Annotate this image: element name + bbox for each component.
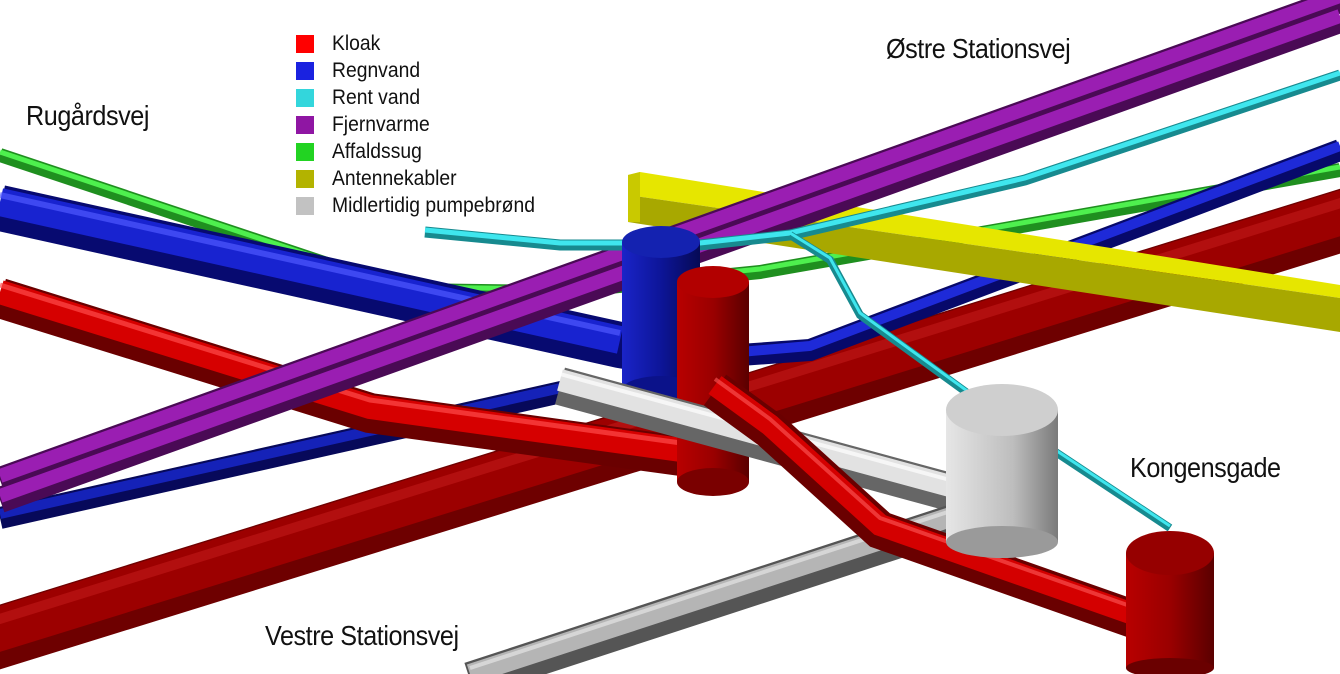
legend-item: Antennekabler: [296, 165, 553, 192]
clean-water-pipe: [424, 69, 1340, 532]
temporary-pump-well: [946, 384, 1058, 558]
legend-item: Fjernvarme: [296, 111, 553, 138]
sewer-branch-kongensgade: [703, 374, 1157, 643]
legend-swatch: [296, 34, 314, 53]
legend-swatch: [296, 142, 314, 161]
legend-swatch: [296, 115, 314, 134]
legend-swatch: [296, 169, 314, 188]
legend-swatch: [296, 61, 314, 80]
legend-swatch: [296, 196, 314, 215]
legend-item: Rent vand: [296, 84, 553, 111]
legend-label: Kloak: [332, 31, 381, 55]
legend-label: Affaldssug: [332, 139, 422, 163]
rainwater-pipe-right: [739, 139, 1340, 366]
legend-item: Regnvand: [296, 57, 553, 84]
legend-item: Midlertidig pumpebrønd: [296, 192, 553, 219]
legend-swatch: [296, 88, 314, 107]
street-label-rugardsvej: Rugårdsvej: [26, 100, 149, 131]
legend-label: Antennekabler: [332, 166, 457, 190]
legend-item: Affaldssug: [296, 138, 553, 165]
street-label-vestre-stationsvej: Vestre Stationsvej: [265, 620, 459, 651]
sewer-pipe-left: [0, 278, 713, 480]
legend-label: Midlertidig pumpebrønd: [332, 193, 535, 217]
sewer-manhole-center: [677, 266, 749, 496]
street-label-kongensgade: Kongensgade: [1130, 452, 1281, 483]
legend-label: Regnvand: [332, 58, 421, 82]
legend-label: Rent vand: [332, 85, 421, 109]
legend-label: Fjernvarme: [332, 112, 430, 136]
legend-item: Kloak: [296, 30, 553, 57]
street-label-ostre-stationsvej: Østre Stationsvej: [886, 33, 1071, 64]
sewer-manhole-kongensgade: [1126, 531, 1214, 674]
